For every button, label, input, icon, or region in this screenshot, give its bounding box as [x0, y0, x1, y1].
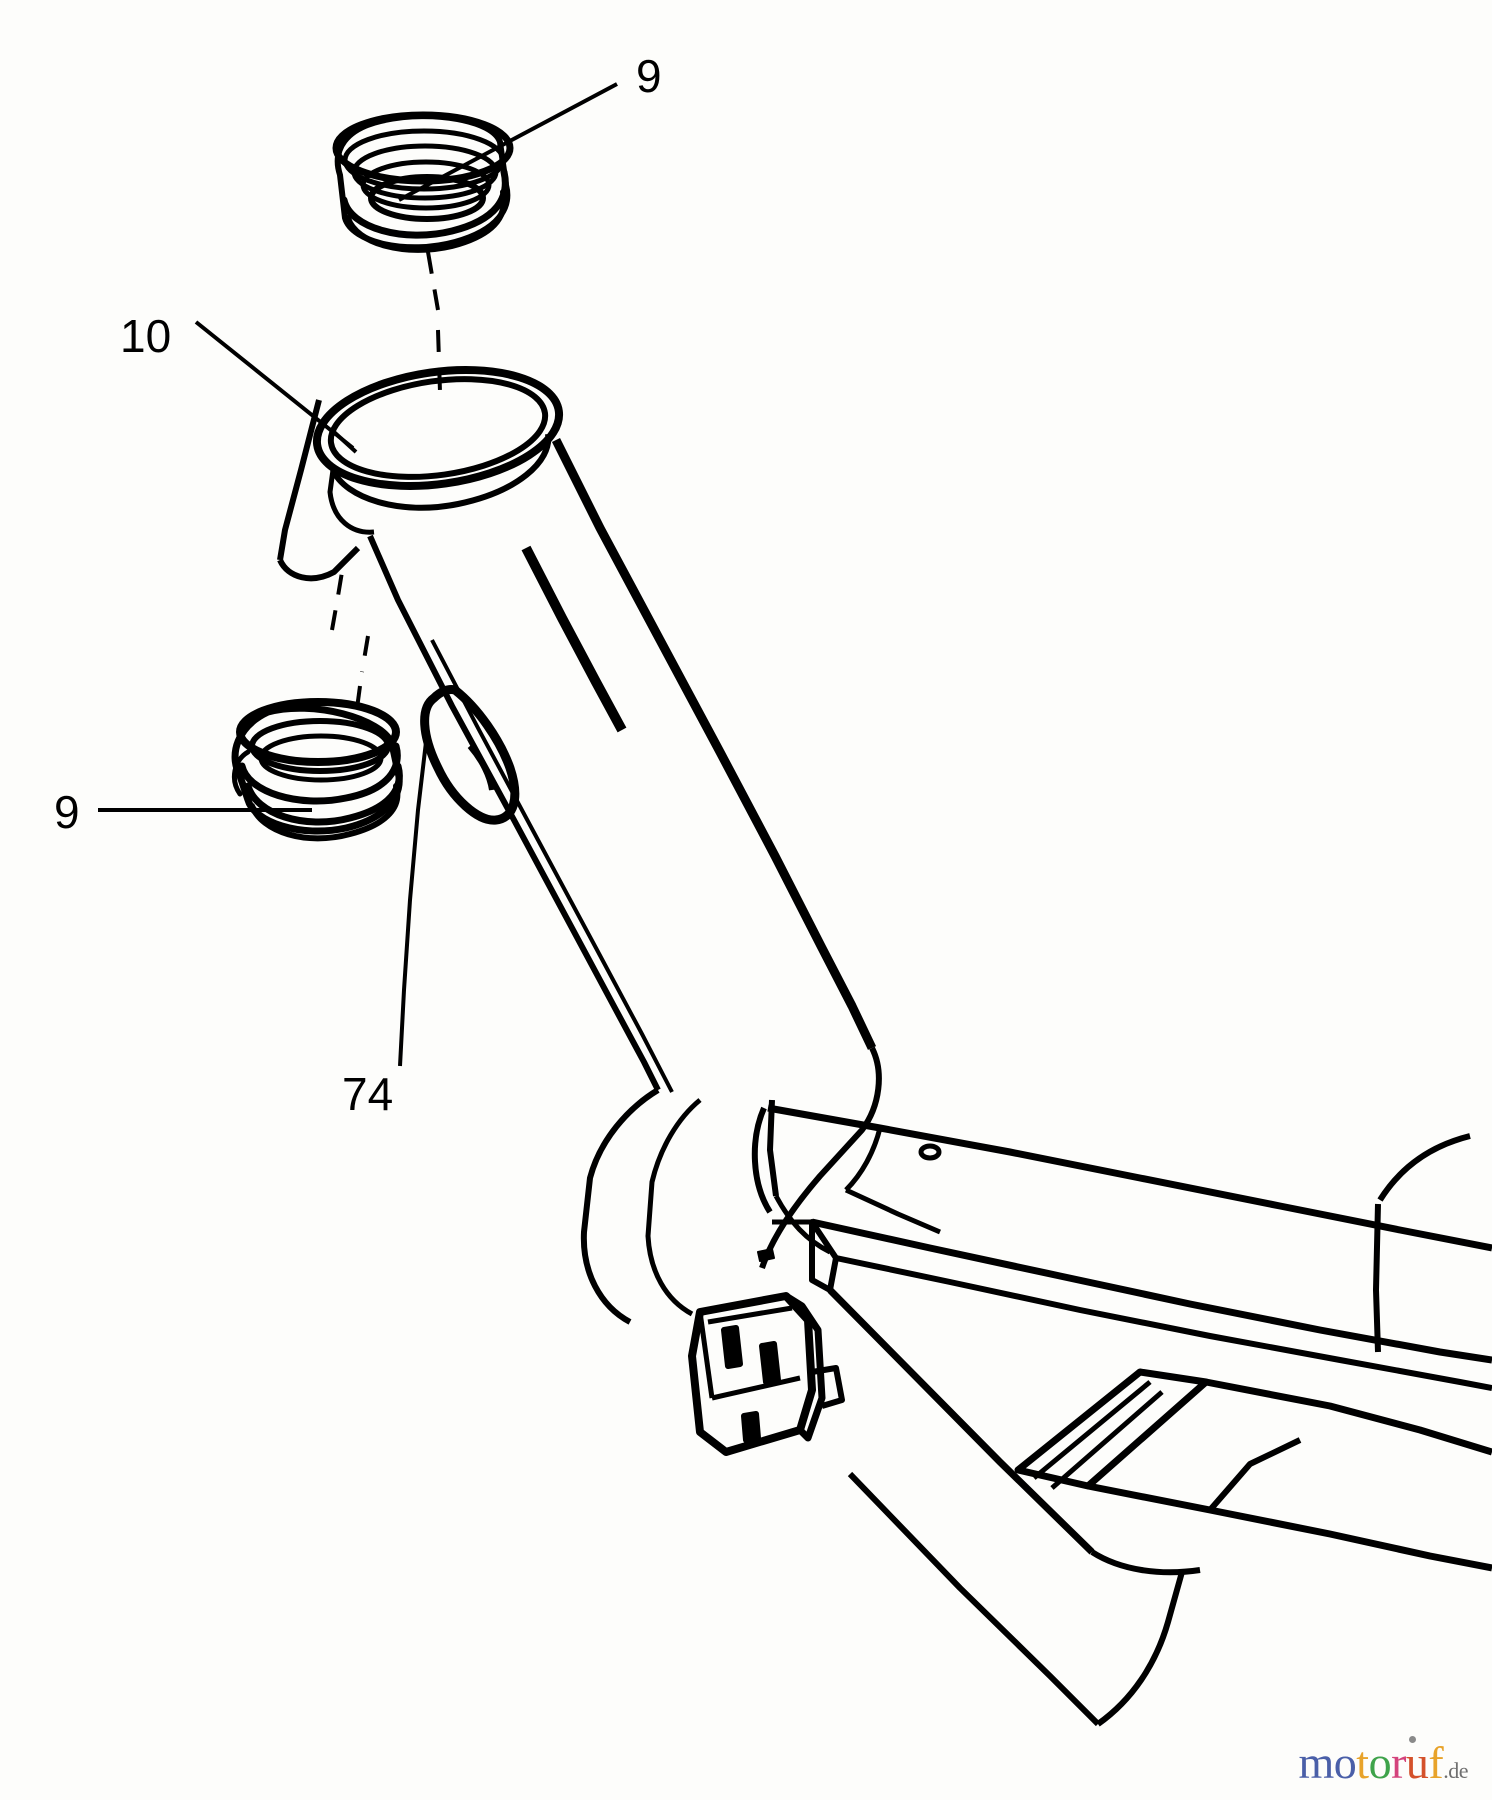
wm-letter-r: r [1391, 1737, 1406, 1788]
leader-line-9-top [398, 82, 618, 202]
wm-letter-o1: o [1333, 1737, 1357, 1788]
tube-tab-part74 [420, 685, 520, 825]
alignment-line-lower [330, 571, 370, 717]
callout-label-74: 74 [342, 1068, 393, 1120]
wm-letter-t: t [1356, 1737, 1369, 1788]
callout-label-9-bottom: 9 [54, 786, 80, 838]
mounting-bracket [688, 1292, 845, 1456]
callout-label-10: 10 [120, 310, 171, 362]
wm-letter-m: m [1298, 1737, 1335, 1788]
wm-letter-u: u [1405, 1737, 1429, 1788]
bushing-lower-part9 [231, 698, 403, 842]
wm-letter-f: f [1428, 1737, 1444, 1788]
wm-letter-o2: o [1368, 1737, 1392, 1788]
motoruf-watermark: motoruf.de [1298, 1736, 1468, 1788]
handle-tube-part10 [277, 366, 882, 1325]
leader-line-10 [194, 320, 358, 454]
wm-suffix: .de [1443, 1758, 1468, 1783]
chassis-frame [751, 1099, 1492, 1727]
leader-line-74 [398, 741, 428, 1067]
bushing-upper-part9 [332, 111, 514, 253]
wm-dot-accent [1409, 1736, 1416, 1743]
callout-label-9-top: 9 [636, 50, 662, 102]
